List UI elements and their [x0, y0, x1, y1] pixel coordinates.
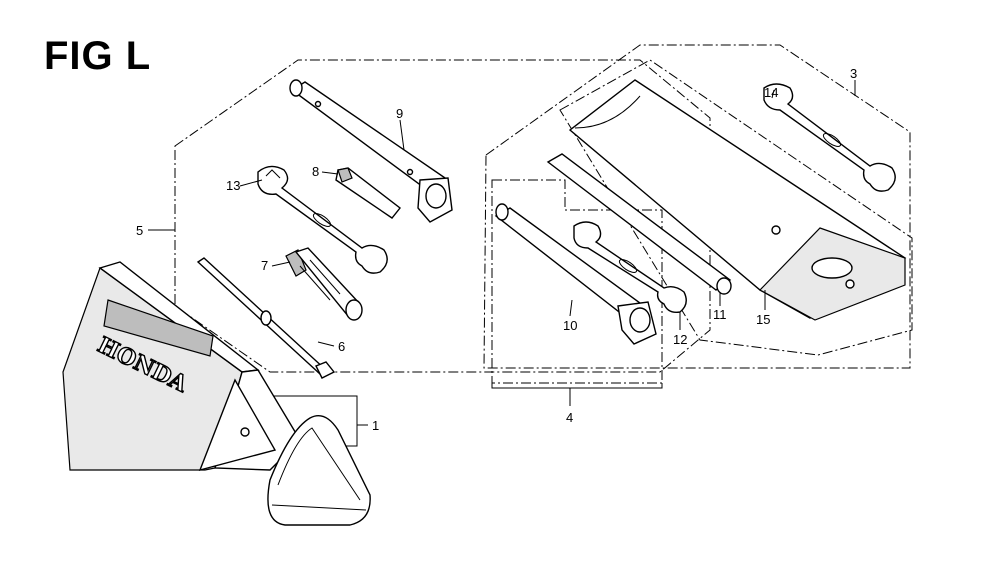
callout-11: 11	[713, 307, 727, 322]
callout-5: 5	[136, 223, 143, 238]
callout-4: 4	[566, 410, 573, 425]
callout-7: 7	[261, 258, 268, 273]
rod-11	[546, 153, 732, 295]
plug-tool	[335, 167, 401, 219]
screwdriver-7	[285, 247, 363, 321]
callout-9: 9	[396, 106, 403, 121]
triangle-case: HONDA	[62, 261, 301, 472]
callout-1: 1	[372, 418, 379, 433]
box-spanner-10	[494, 203, 657, 345]
tool-bag	[568, 79, 907, 321]
group-outline-3	[483, 44, 911, 369]
callout-10: 10	[563, 318, 577, 333]
callout-13: 13	[226, 178, 240, 193]
callout-3: 3	[850, 66, 857, 81]
callout-12: 12	[673, 332, 687, 347]
group-outline-15	[559, 59, 913, 356]
callout-8: 8	[312, 164, 319, 179]
figure-title: FIG L	[44, 34, 152, 78]
callout-6: 6	[338, 339, 345, 354]
callout-14: 14	[764, 85, 778, 100]
wrench-13	[257, 165, 388, 274]
leader-lines	[148, 80, 856, 347]
screwdriver-6	[196, 257, 336, 379]
box-spanner	[289, 79, 453, 223]
triangle-cover	[267, 415, 371, 526]
wrench-12	[573, 221, 687, 314]
bracket-4	[491, 383, 663, 389]
callout-15: 15	[756, 312, 770, 327]
wrench-14	[763, 83, 896, 192]
group-outline-5	[174, 59, 711, 373]
